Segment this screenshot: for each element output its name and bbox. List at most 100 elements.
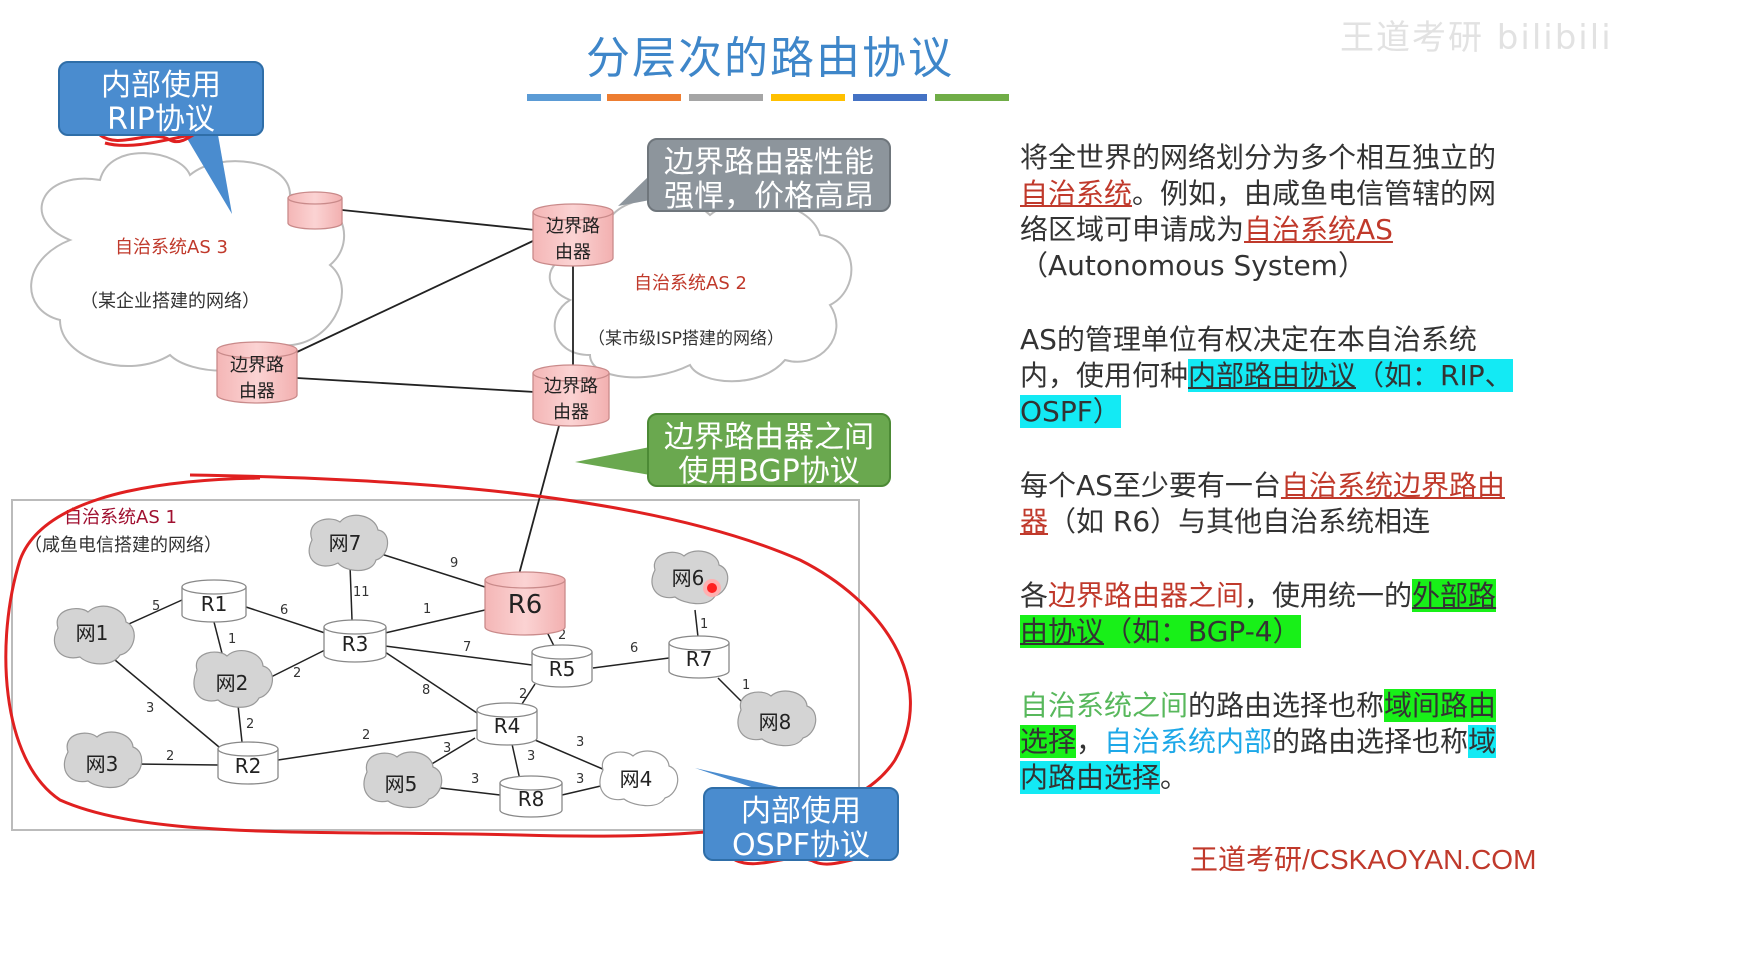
weight-net1-R2: 3 (146, 701, 154, 716)
label-R5: R5 (549, 657, 576, 681)
pointer-dot (703, 579, 721, 597)
net8-cloud (737, 690, 817, 747)
weight-R1-net2: 1 (228, 632, 236, 647)
router-R3[interactable] (323, 619, 387, 663)
net7-cloud (308, 514, 389, 572)
bgp-callout-tail (575, 447, 650, 475)
weight-net7-R6: 9 (450, 556, 458, 571)
paragraph-igp: AS的管理单位有权决定在本自治系统内，使用何种内部路由协议（如：RIP、OSPF… (1020, 322, 1520, 430)
border-callout-line-1: 边界路由器性能 (664, 145, 874, 180)
router-R5[interactable] (531, 644, 593, 688)
weight-R4-R8: 3 (527, 749, 535, 764)
inter-as-links (296, 209, 574, 579)
p1-term-as: 自治系统 (1020, 177, 1133, 210)
label-R7: R7 (686, 647, 713, 671)
label-net6: 网6 (672, 566, 705, 590)
router-R8[interactable] (499, 775, 563, 818)
as3-small-router[interactable] (287, 191, 343, 230)
weight-R6-R5: 2 (558, 628, 566, 643)
title-color-bar-6 (935, 94, 1009, 101)
p3-term-asbr: 自治系统边界路由器 (1020, 469, 1505, 538)
p5-comma: ， (1076, 725, 1105, 758)
weight-R2-R4: 2 (362, 728, 370, 743)
p4-text: 各 (1020, 579, 1049, 612)
title-color-bar-3 (689, 94, 763, 101)
p1-text: 将全世界的网络划分为多个相互独立的 (1020, 141, 1497, 174)
paragraph-border-router: 每个AS至少要有一台自治系统边界路由器（如 R6）与其他自治系统相连 (1020, 468, 1520, 540)
as2-bottom-router-label-2: 由器 (553, 402, 589, 423)
router-R4[interactable] (476, 702, 538, 746)
as3-name: 自治系统AS 3 (115, 237, 228, 258)
weight-R8-net4: 3 (576, 772, 584, 787)
ospf-callout-line-2: OSPF协议 (731, 828, 870, 863)
p5-period: 。 (1160, 761, 1189, 794)
ospf-callout-tail (695, 768, 792, 790)
weight-net2-R2: 2 (246, 717, 254, 732)
rip-callout-tail (185, 135, 232, 214)
p1-term-as-full: 自治系统AS (1244, 213, 1393, 246)
rip-callout: 内部使用 RIP协议 (58, 61, 264, 137)
label-R1: R1 (201, 592, 228, 616)
label-R6: R6 (508, 590, 543, 620)
label-net2: 网2 (216, 671, 249, 695)
p5-within-as: 自治系统内部 (1104, 725, 1273, 758)
p1-text-2: 。例如，由咸鱼电信管辖的网络区域可申请成为 (1020, 177, 1497, 246)
as2-desc: （某市级ISP搭建的网络） (588, 329, 784, 349)
weight-R5-R7: 6 (630, 641, 638, 656)
as2-top-router-label-1: 边界路 (546, 216, 600, 237)
as2-border-router-top[interactable] (532, 203, 614, 267)
router-R1[interactable] (181, 579, 247, 623)
as2-top-router-label-2: 由器 (555, 242, 591, 263)
weight-net7-R3: 11 (353, 585, 370, 600)
title-color-bar-2 (607, 94, 681, 101)
border-router-callout: 边界路由器性能 强悍，价格高昂 (647, 138, 891, 214)
label-net5: 网5 (385, 772, 418, 796)
border-callout-tail (618, 175, 650, 206)
p5-between-as: 自治系统之间 (1020, 689, 1189, 722)
p1-english: （Autonomous System） (1020, 249, 1366, 282)
weight-R3-R4: 8 (422, 683, 430, 698)
weight-net1-R1: 5 (152, 599, 160, 614)
as1-name: 自治系统AS 1 (64, 507, 177, 528)
as3-border-router[interactable] (216, 341, 298, 404)
network-diagram: 5 1 6 11 9 1 2 2 3 2 7 8 2 2 6 1 1 2 3 3… (4, 116, 912, 866)
as2-bottom-router-label-1: 边界路 (544, 376, 598, 397)
rip-callout-line-1: 内部使用 (101, 68, 221, 103)
paragraph-autonomous-system: 将全世界的网络划分为多个相互独立的自治系统。例如，由咸鱼电信管辖的网络区域可申请… (1020, 140, 1520, 284)
ospf-callout-line-1: 内部使用 (741, 794, 861, 829)
p3-text: 每个AS至少要有一台 (1020, 469, 1281, 502)
p4-example: （如：BGP-4） (1104, 615, 1301, 648)
p2-text: AS的管理单位有权决定在本自治系统内，使用何种 (1020, 323, 1477, 392)
as3-cloud (30, 152, 346, 372)
border-callout-line-2: 强悍，价格高昂 (664, 179, 874, 214)
router-R2[interactable] (217, 741, 279, 785)
as3-router-label-2: 由器 (239, 381, 275, 402)
label-net7: 网7 (329, 531, 362, 555)
net2-cloud (193, 650, 273, 708)
weight-R3-R5: 7 (463, 640, 471, 655)
title-color-bar-4 (771, 94, 845, 101)
p5-text-2: 的路由选择也称 (1272, 725, 1469, 758)
weight-R3-R6: 1 (423, 602, 431, 617)
weight-R4-net4: 3 (576, 735, 584, 750)
p4-term-border: 边界路由器之间 (1048, 579, 1245, 612)
label-R8: R8 (518, 787, 545, 811)
weight-R5-R4: 2 (519, 687, 527, 702)
label-R3: R3 (342, 632, 369, 656)
footer-brand: 王道考研/CSKAOYAN.COM (1190, 844, 1537, 875)
p3-text-2: （如 R6）与其他自治系统相连 (1048, 505, 1431, 538)
label-net1: 网1 (76, 621, 109, 645)
title-color-bar-1 (527, 94, 601, 101)
as1-desc: （咸鱼电信搭建的网络） (24, 535, 222, 556)
router-R6[interactable] (484, 571, 566, 636)
weight-net5-R8: 3 (471, 772, 479, 787)
as1-links (114, 551, 751, 796)
weight-R1-R3: 6 (280, 603, 288, 618)
as2-border-router-bottom[interactable] (532, 364, 610, 427)
paragraph-egp: 各边界路由器之间，使用统一的外部路由协议（如：BGP-4） (1020, 578, 1520, 650)
as3-router-label-1: 边界路 (230, 355, 284, 376)
weight-net3-R2: 2 (166, 749, 174, 764)
weight-net2-R3: 2 (293, 666, 301, 681)
p2-term-igp: 内部路由协议 (1188, 359, 1357, 392)
router-R7[interactable] (668, 635, 730, 679)
